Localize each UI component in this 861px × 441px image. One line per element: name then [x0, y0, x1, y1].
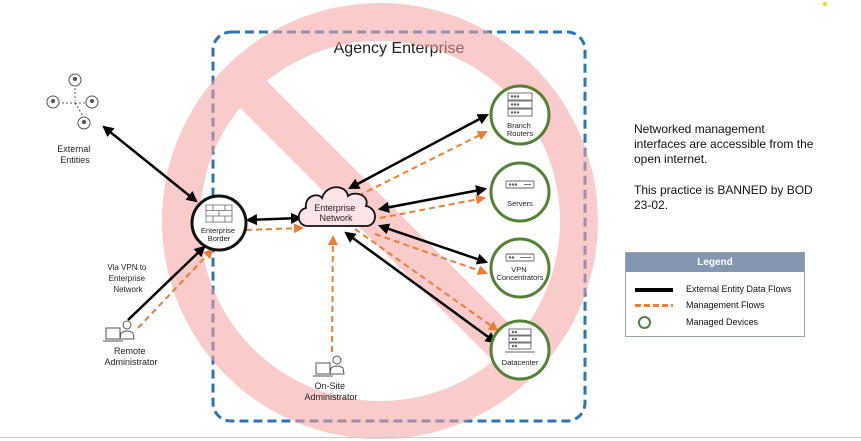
mgmt-remote-border — [137, 248, 214, 329]
vpn-concentrators-node: VPN Concentrators — [489, 237, 551, 299]
mgmt-network-datacenter — [354, 228, 499, 332]
flow-network-branch — [348, 113, 489, 190]
onsite-admin-label: On-Site Administrator — [304, 381, 357, 402]
side-note-ban: This practice is BANNED by BOD 23-02. — [634, 183, 813, 212]
enterprise-border-label: Enterprise Border — [201, 226, 237, 243]
legend-green-ring — [638, 316, 651, 329]
datacenter-node: Datacenter — [489, 319, 551, 381]
enterprise-border-node: Enterprise Border — [190, 194, 248, 252]
servers-label: Servers — [507, 199, 533, 208]
cloud-icon — [297, 186, 376, 227]
datacenter-label: Datacenter — [502, 358, 539, 367]
side-note-exposure: Networked management interfaces are acce… — [634, 122, 814, 166]
enterprise-network-node: Enterprise Network — [297, 186, 376, 227]
flow-border-network — [245, 212, 303, 226]
mgmt-network-servers — [379, 194, 486, 219]
firewall-icon — [205, 204, 233, 223]
vpn-concentrators-label: VPN Concentrators — [496, 265, 543, 282]
remote-admin-label: Remote Administrator — [104, 346, 157, 367]
flow-remote-border — [127, 245, 206, 321]
mgmt-border-network — [245, 223, 304, 234]
external-entities-label: External Entities — [57, 144, 93, 165]
onsite-admin-node: On-Site Administrator — [304, 355, 358, 402]
flows — [102, 113, 499, 353]
server-rack-icon — [507, 92, 533, 117]
mgmt-onsite-network — [327, 235, 338, 353]
legend-management-flows-label: Management Flows — [686, 300, 765, 310]
legend-management-flows: Management Flows — [626, 299, 804, 313]
accent-dot — [823, 2, 827, 6]
branch-routers-node: Branch Routers — [489, 84, 551, 146]
admin-laptop-icon — [103, 320, 135, 342]
datacenter-icon — [505, 328, 535, 353]
legend-managed-devices: Managed Devices — [626, 316, 804, 330]
legend-managed-devices-label: Managed Devices — [686, 317, 759, 327]
branch-routers-label: Branch Routers — [507, 121, 534, 138]
flow-network-datacenter — [344, 231, 497, 344]
remote-admin-node: Remote Administrator — [103, 320, 158, 367]
legend-external-flows-label: External Entity Data Flows — [686, 284, 792, 294]
bottom-rule — [0, 437, 861, 438]
servers-node: Servers — [489, 161, 551, 223]
flow-network-servers — [377, 185, 488, 213]
mgmt-network-branch — [357, 131, 488, 197]
server-icon — [505, 180, 535, 189]
vpn-device-icon — [505, 253, 535, 262]
vpn-note: Via VPN to Enterprise Network — [107, 263, 148, 294]
legend-black-line — [635, 288, 673, 292]
legend-orange-line — [635, 304, 673, 307]
people-network-icon — [46, 73, 99, 130]
enterprise-network-label: Enterprise Network — [314, 203, 358, 223]
legend-external-flows: External Entity Data Flows — [626, 283, 804, 297]
admin-laptop-icon — [313, 355, 345, 377]
flow-external-border — [102, 125, 198, 203]
legend-title: Legend — [626, 253, 804, 272]
legend: Legend External Entity Data Flows Manage… — [625, 252, 805, 337]
